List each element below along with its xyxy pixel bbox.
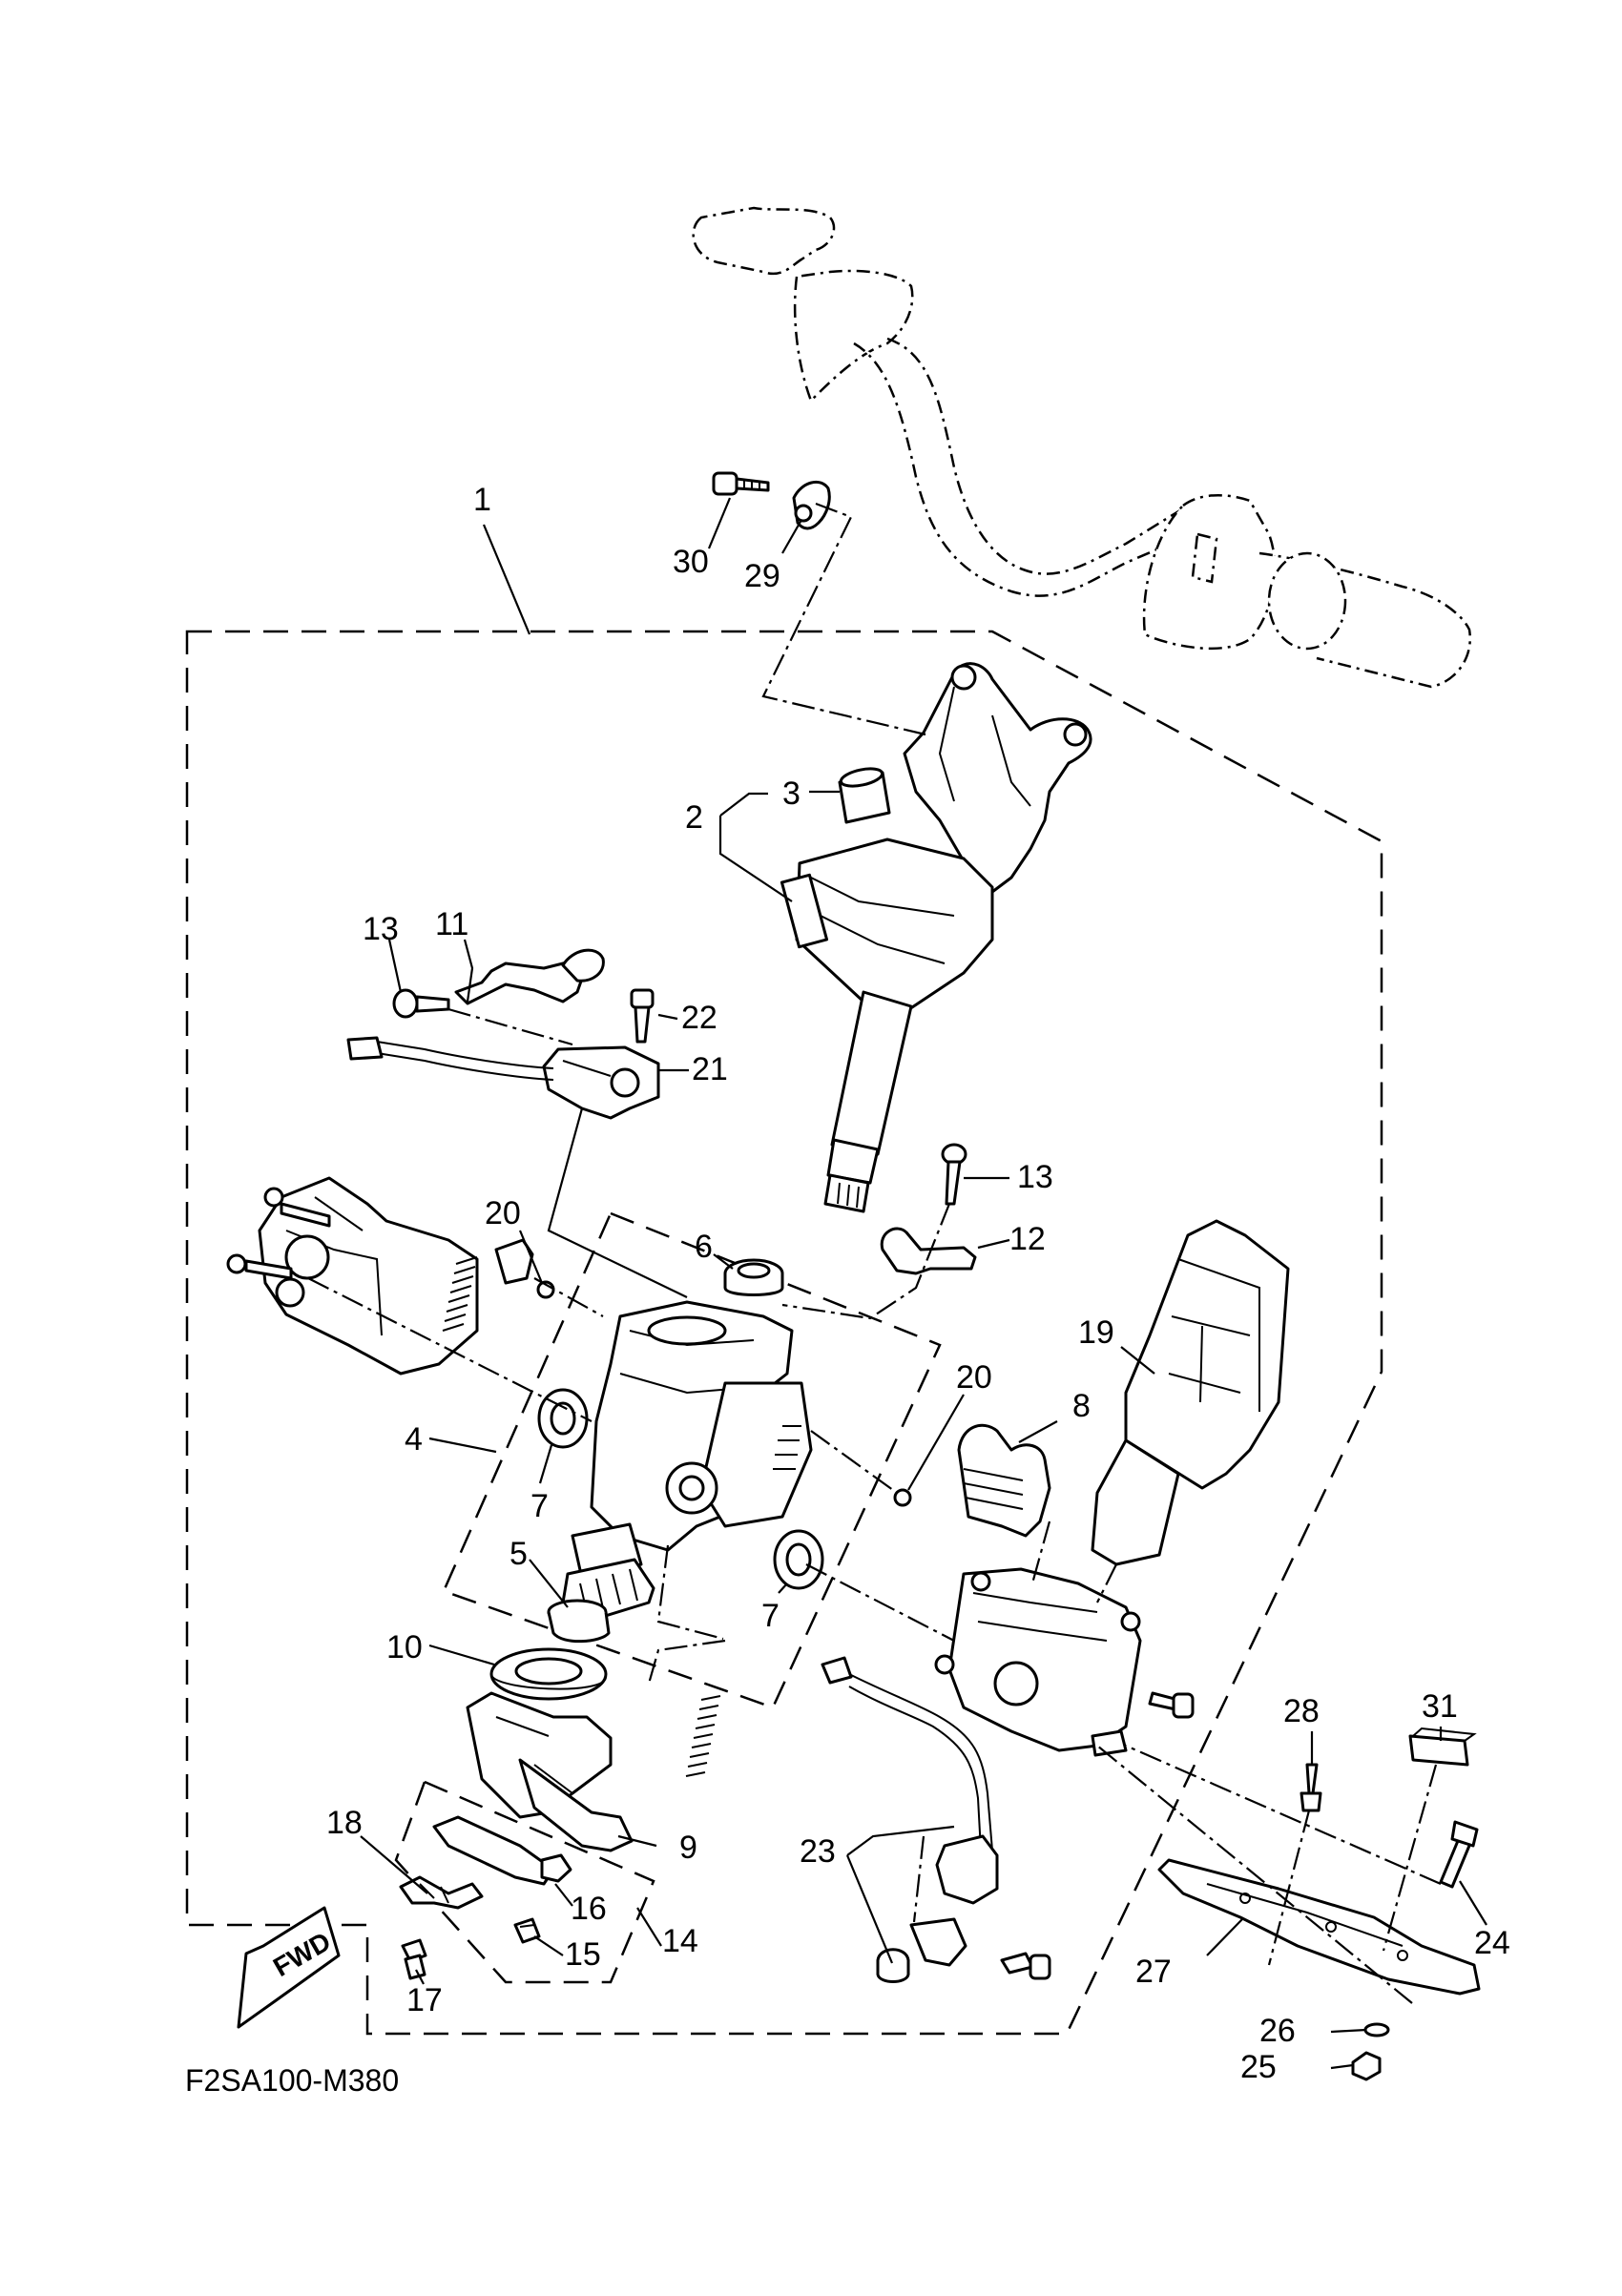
central-steering-housing — [561, 1300, 813, 1624]
assembly-boundary-outline — [185, 630, 1383, 2036]
part-12-clip — [880, 1227, 977, 1275]
part-5-bushing — [547, 1599, 611, 1644]
callout-20b: 20 — [956, 1359, 992, 1396]
callout-15: 15 — [565, 1936, 601, 1973]
callout-22: 22 — [681, 1000, 717, 1036]
callout-11: 11 — [435, 906, 468, 942]
callout-1: 1 — [473, 482, 491, 518]
callout-29: 29 — [744, 558, 780, 594]
part-3-bushing — [838, 767, 891, 824]
part-15-bolt — [513, 1917, 541, 1944]
part-9-arm — [466, 1691, 634, 1852]
part-21-sensor — [346, 1036, 660, 1120]
part-18-clip — [399, 1875, 484, 1910]
callout-28: 28 — [1283, 1693, 1320, 1729]
callout-31: 31 — [1422, 1688, 1458, 1725]
callout-21: 21 — [692, 1051, 728, 1087]
part-13b-screw — [941, 1143, 967, 1206]
part-13a-screw — [392, 988, 450, 1019]
callout-2: 2 — [685, 799, 703, 836]
leader-lines — [307, 497, 1487, 2070]
callout-17: 17 — [406, 1982, 443, 2018]
callout-30: 30 — [673, 544, 709, 580]
callout-20a: 20 — [485, 1195, 521, 1231]
part-16-nut — [540, 1853, 572, 1883]
bracket-group-boundary-outline — [394, 1780, 655, 1984]
part-29-clamp — [792, 480, 831, 530]
callout-7a: 7 — [530, 1488, 549, 1524]
callout-13a: 13 — [363, 911, 399, 947]
part-10-seal — [489, 1647, 608, 1701]
callout-14: 14 — [662, 1923, 698, 1959]
part-2-steering-column — [780, 662, 1092, 1213]
callout-5: 5 — [509, 1536, 528, 1572]
callout-27: 27 — [1135, 1954, 1172, 1990]
part-22-bolt — [630, 988, 655, 1044]
part-7b-bushing — [773, 1529, 824, 1590]
callout-7b: 7 — [761, 1598, 780, 1634]
callout-25: 25 — [1240, 2049, 1277, 2085]
part-26-washer — [1363, 2022, 1390, 2037]
callout-16: 16 — [571, 1891, 607, 1927]
part-20b-ball — [893, 1488, 912, 1507]
right-bolt — [1148, 1691, 1195, 1719]
part-24-bolt — [1439, 1820, 1479, 1889]
part-23-harness — [821, 1656, 1051, 1983]
callout-10: 10 — [386, 1629, 423, 1665]
right-steering-housing — [934, 1567, 1142, 1757]
figure-code: F2SA100-M380 — [185, 2063, 399, 2098]
left-spring-plunger — [442, 1238, 534, 1332]
callout-8: 8 — [1072, 1388, 1091, 1424]
callout-13b: 13 — [1017, 1159, 1053, 1195]
part-31-block — [1408, 1727, 1477, 1767]
part-30-bolt — [712, 471, 770, 496]
part-19-cover — [1091, 1219, 1290, 1566]
subassembly-boundary-outline — [442, 1211, 942, 1709]
part-25-nut — [1351, 2051, 1382, 2081]
callout-9: 9 — [679, 1830, 697, 1866]
callouts: 1 2 3 4 5 6 7 7 8 9 10 11 12 13 13 14 15… — [326, 482, 1510, 2085]
callout-24: 24 — [1474, 1925, 1510, 1961]
part-7a-bushing — [537, 1388, 589, 1449]
callout-18: 18 — [326, 1805, 363, 1841]
return-spring — [685, 1695, 721, 1777]
part-14-bracket — [432, 1815, 555, 1886]
callout-19: 19 — [1078, 1314, 1114, 1351]
part-17-bolt — [401, 1938, 427, 1980]
callout-4: 4 — [405, 1421, 423, 1458]
part-28-pin — [1300, 1763, 1322, 1812]
part-11-bracket — [454, 948, 605, 1005]
callout-6: 6 — [695, 1229, 713, 1265]
left-housing — [226, 1176, 479, 1376]
part-6-bushing — [723, 1258, 784, 1296]
callout-3: 3 — [782, 776, 801, 812]
handlebar-phantom — [692, 206, 1472, 689]
callout-26: 26 — [1259, 2013, 1296, 2049]
part-8-boot — [957, 1423, 1051, 1538]
callout-23: 23 — [800, 1833, 836, 1870]
callout-12: 12 — [1009, 1221, 1046, 1257]
